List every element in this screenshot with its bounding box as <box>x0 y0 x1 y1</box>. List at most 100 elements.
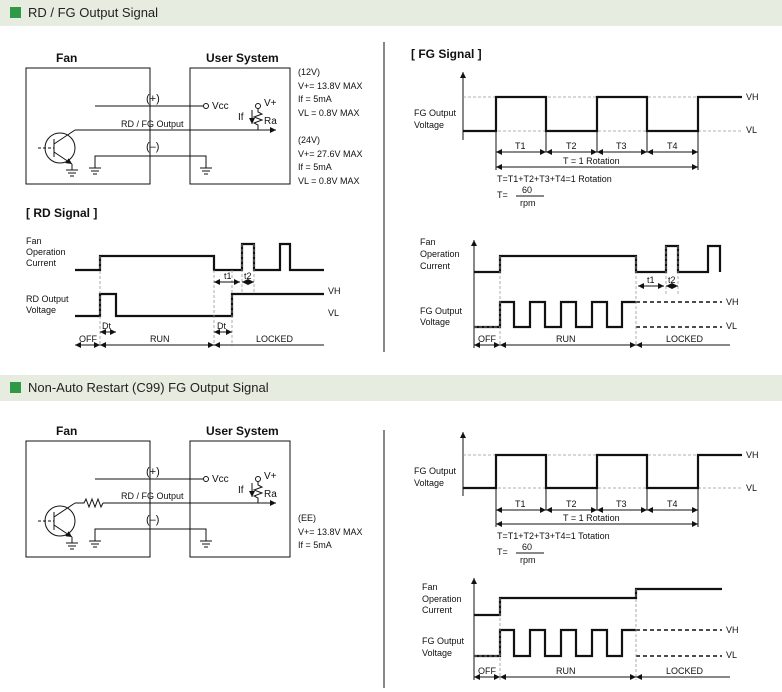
section-bullet-icon <box>10 7 21 18</box>
spec-line: VL = 0.8V MAX <box>298 176 359 186</box>
rotation-label: T = 1 Rotation <box>563 513 620 523</box>
period-label: T1 <box>515 499 526 509</box>
vcc-label: Vcc <box>212 474 229 485</box>
vh-label: VH <box>726 625 739 635</box>
section-title: RD / FG Output Signal <box>28 5 159 20</box>
user-system-box <box>189 67 291 185</box>
axis-label: Voltage <box>420 317 450 327</box>
fan-box <box>25 440 151 558</box>
user-system-label: User System <box>206 51 279 65</box>
dt-label: Dt <box>217 321 226 331</box>
fg-output-waveform <box>463 453 742 490</box>
vplus-label: V+ <box>264 98 277 109</box>
circuit-diagram-2: Fan User System (+) Vcc RD / FG Output V… <box>25 424 363 558</box>
section-header-non-auto-restart: Non-Auto Restart (C99) FG Output Signal <box>0 375 782 401</box>
axis-label: RD Output <box>26 294 69 304</box>
axis-label: Current <box>420 261 451 271</box>
axis-label: Current <box>26 258 57 268</box>
phase-run-label: RUN <box>556 666 576 676</box>
fg-output-run-waveform <box>474 628 636 658</box>
phase-locked-label: LOCKED <box>666 666 704 676</box>
fan-label: Fan <box>56 51 77 65</box>
formula-numerator: 60 <box>522 542 532 552</box>
vl-label: VL <box>726 650 737 660</box>
period-label: T4 <box>667 499 678 509</box>
axis-label: Fan <box>420 237 436 247</box>
vl-label: VL <box>746 483 757 493</box>
spec-line: VL = 0.8V MAX <box>298 108 359 118</box>
fg-run-locked-diagram-1: Fan Operation Current FG Output Voltage … <box>420 237 739 348</box>
formula-denominator: rpm <box>520 555 536 565</box>
spec-line: If = 5mA <box>298 540 332 550</box>
fg-run-locked-diagram-2: Fan Operation Current FG Output Voltage … <box>422 578 739 680</box>
signal-label: RD / FG Output <box>121 491 184 501</box>
axis-label: Voltage <box>26 305 56 315</box>
formula-label: T=T1+T2+T3+T4=1 Rotation <box>497 174 612 184</box>
phase-off-label: OFF <box>79 334 97 344</box>
fg-output-waveform <box>463 95 742 133</box>
fan-current-waveform <box>474 587 722 617</box>
period-label: T2 <box>566 141 577 151</box>
t1-label: t1 <box>224 271 232 281</box>
vl-label: VL <box>328 308 339 318</box>
if-label: If <box>238 485 244 496</box>
vl-label: VL <box>746 125 757 135</box>
formula-label: T=T1+T2+T3+T4=1 Totation <box>497 531 610 541</box>
user-system-box <box>189 440 291 558</box>
plus-label: (+) <box>146 93 160 105</box>
axis-label: Fan <box>26 236 42 246</box>
phase-locked-label: LOCKED <box>256 334 294 344</box>
fan-label: Fan <box>56 424 77 438</box>
spec-line: If = 5mA <box>298 162 332 172</box>
period-label: T3 <box>616 141 627 151</box>
phase-off-label: OFF <box>478 666 496 676</box>
fg-signal-diagram-1: [ FG Signal ] FG Output Voltage VH VL T1… <box>411 47 759 208</box>
section-bullet-icon <box>10 382 21 393</box>
formula-label: T= <box>497 190 508 200</box>
period-label: T1 <box>515 141 526 151</box>
rd-output-waveform <box>75 292 324 318</box>
fg-output-run-waveform <box>474 300 636 329</box>
spec-line: V+= 13.8V MAX <box>298 527 363 537</box>
t1-label: t1 <box>647 275 655 285</box>
axis-label: Voltage <box>422 648 452 658</box>
spec-line: (24V) <box>298 135 320 145</box>
section-title: Non-Auto Restart (C99) FG Output Signal <box>28 380 269 395</box>
period-label: T2 <box>566 499 577 509</box>
spec-line: (EE) <box>298 513 316 523</box>
vcc-label: Vcc <box>212 101 229 112</box>
formula-denominator: rpm <box>520 198 536 208</box>
vh-label: VH <box>726 297 739 307</box>
t2-label: t2 <box>244 271 252 281</box>
axis-label: FG Output <box>422 636 465 646</box>
dt-label: Dt <box>102 321 111 331</box>
vh-label: VH <box>746 450 759 460</box>
minus-label: (–) <box>146 514 159 526</box>
axis-label: Current <box>422 605 453 615</box>
axis-label: Operation <box>420 249 460 259</box>
axis-label: FG Output <box>414 108 457 118</box>
axis-label: Fan <box>422 582 438 592</box>
section-header-rd-fg: RD / FG Output Signal <box>0 0 782 26</box>
rd-signal-diagram: [ RD Signal ] Fan Operation Current RD O… <box>26 206 341 348</box>
ra-label: Ra <box>264 489 277 500</box>
signal-label: RD / FG Output <box>121 119 184 129</box>
phase-run-label: RUN <box>150 334 170 344</box>
period-label: T3 <box>616 499 627 509</box>
spec-line: V+= 13.8V MAX <box>298 81 363 91</box>
fan-box <box>25 67 151 185</box>
user-system-label: User System <box>206 424 279 438</box>
vh-label: VH <box>328 286 341 296</box>
t2-label: t2 <box>668 275 676 285</box>
axis-label: FG Output <box>420 306 463 316</box>
vl-label: VL <box>726 321 737 331</box>
spec-line: If = 5mA <box>298 94 332 104</box>
rd-signal-title: [ RD Signal ] <box>26 206 97 220</box>
ra-label: Ra <box>264 116 277 127</box>
fg-signal-title: [ FG Signal ] <box>411 47 482 61</box>
circuit-diagram-1: Fan User System (+) Vcc RD / FG Output V… <box>25 51 363 186</box>
spec-line: (12V) <box>298 67 320 77</box>
axis-label: Voltage <box>414 120 444 130</box>
phase-off-label: OFF <box>478 334 496 344</box>
